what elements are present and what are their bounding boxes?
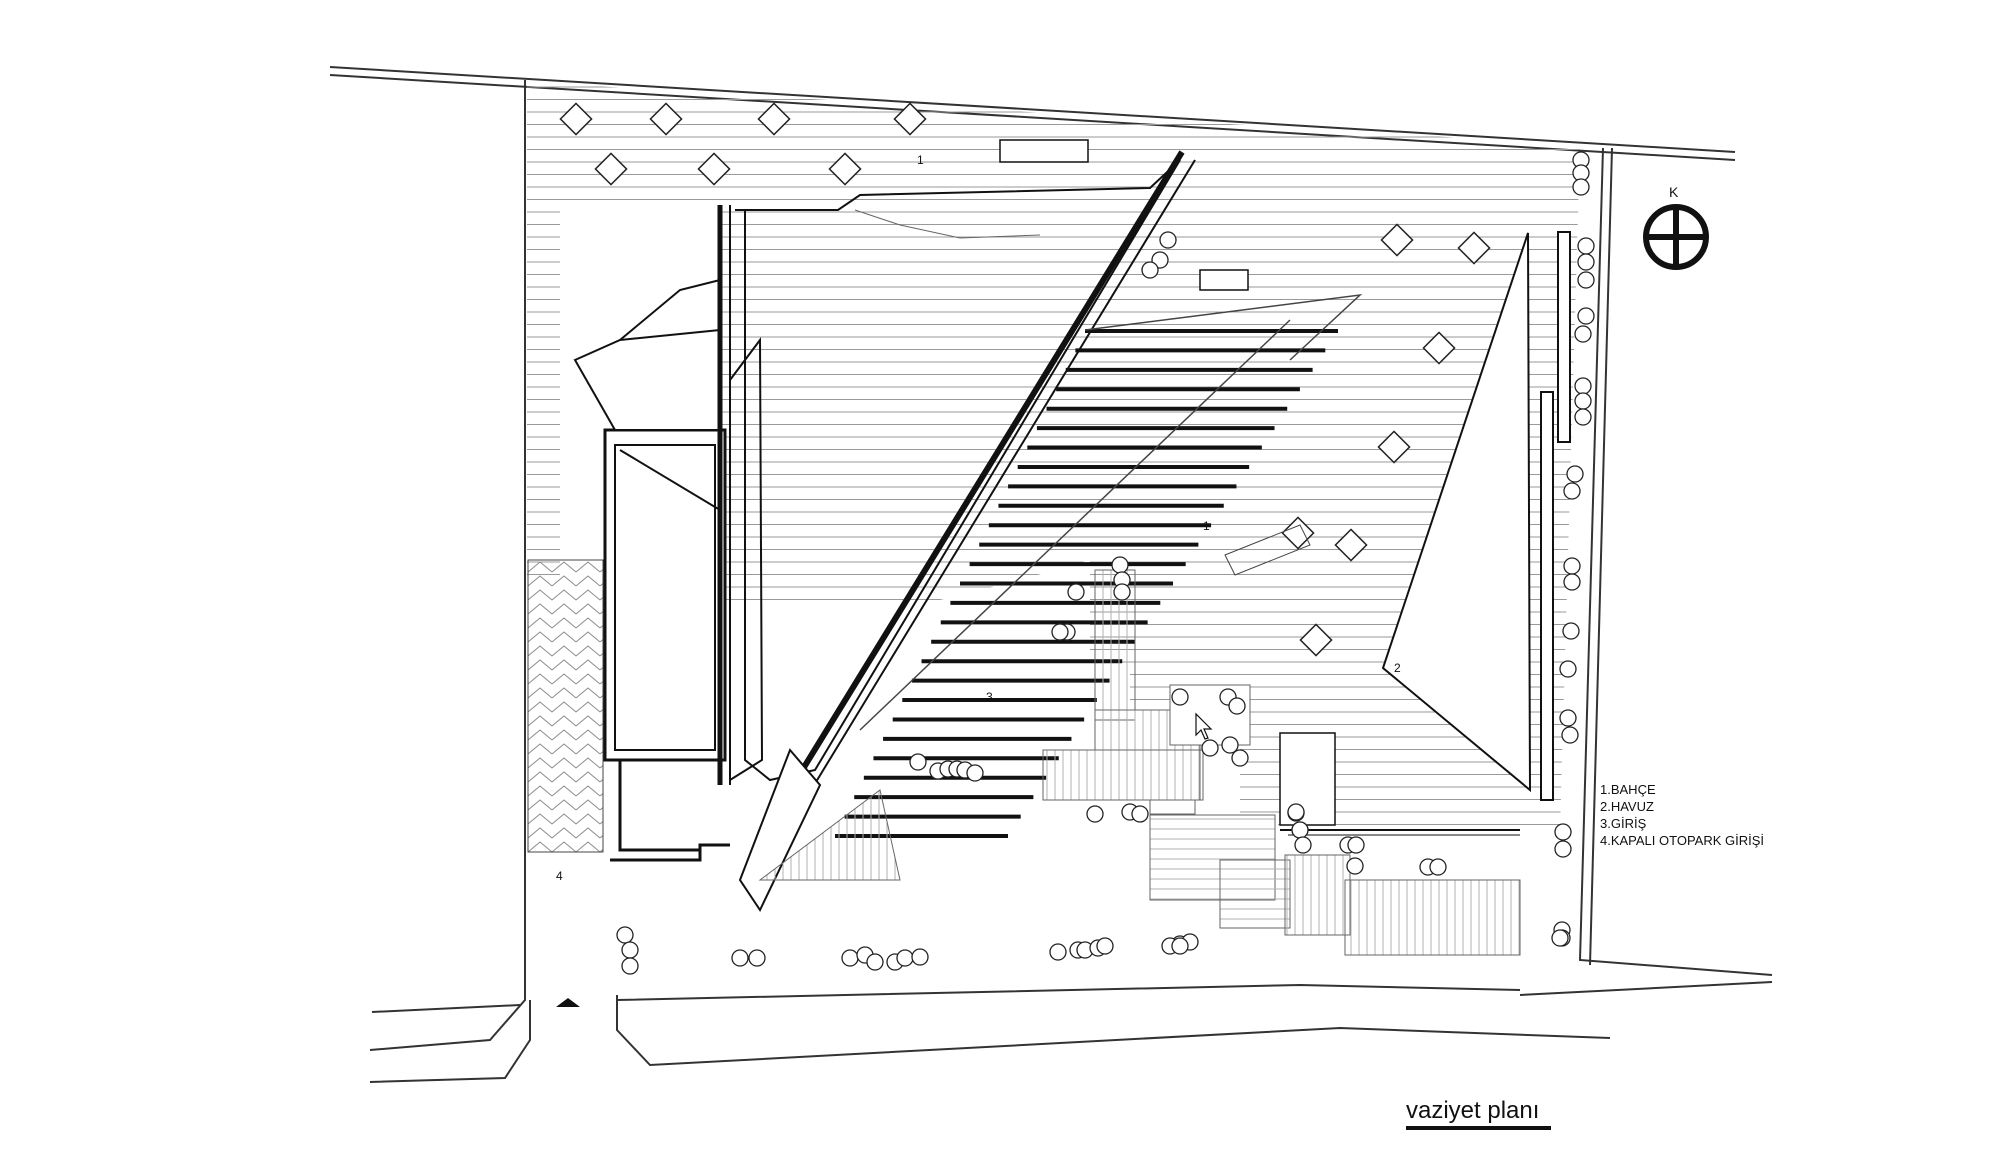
shrub-diamonds [559, 102, 1491, 657]
tree-symbol-icon [731, 949, 749, 967]
legend-item-4: 4.KAPALI OTOPARK GİRİŞİ [1600, 833, 1764, 848]
terraces [758, 569, 1521, 956]
tree-symbol-icon [911, 948, 929, 966]
legend-item-1: 1.BAHÇE [1600, 782, 1656, 797]
caption-block: vaziyet planı [1406, 1097, 1551, 1130]
planter-cluster [1224, 524, 1311, 576]
tree-symbol-icon [1287, 803, 1305, 821]
tree-symbol-icon [621, 957, 639, 975]
mouse-cursor-icon [1195, 712, 1213, 740]
tree-symbol-icon [1561, 726, 1579, 744]
tree-symbol-icon [1231, 749, 1249, 767]
legend: 1.BAHÇE 2.HAVUZ 3.GİRİŞ 4.KAPALI OTOPARK… [1600, 782, 1764, 848]
tree-symbol-icon [1294, 836, 1312, 854]
tree-symbol-icon [1346, 857, 1364, 875]
legend-item-3: 3.GİRİŞ [1600, 816, 1647, 831]
tree-symbol-icon [1551, 929, 1569, 947]
tree-symbol-icon [1559, 660, 1577, 678]
building-west-wing [573, 205, 764, 862]
tree-symbol-icon [1086, 805, 1104, 823]
label-entrance: 3 [986, 690, 993, 704]
tree-symbol-icon [1577, 253, 1595, 271]
tree-symbol-icon [1577, 271, 1595, 289]
zone-labels: 1 1 2 3 4 [556, 153, 1401, 883]
label-pool: 2 [1394, 661, 1401, 675]
tree-symbol-icon [1577, 237, 1595, 255]
tree-symbol-icon [1221, 736, 1239, 754]
tree-symbols [616, 151, 1595, 975]
tree-symbol-icon [1577, 307, 1595, 325]
tree-symbol-icon [621, 941, 639, 959]
label-parking: 4 [556, 869, 563, 883]
tree-symbol-icon [1572, 178, 1590, 196]
tree-symbol-icon [1559, 709, 1577, 727]
tree-symbol-icon [1574, 408, 1592, 426]
tree-symbol-icon [748, 949, 766, 967]
tree-symbol-icon [1574, 377, 1592, 395]
legend-item-2: 2.HAVUZ [1600, 799, 1654, 814]
tree-symbol-icon [1201, 739, 1219, 757]
north-label: K [1669, 184, 1679, 200]
tree-symbol-icon [1171, 688, 1189, 706]
tree-symbol-icon [1131, 805, 1149, 823]
tree-symbol-icon [1554, 840, 1572, 858]
tree-symbol-icon [1111, 556, 1129, 574]
tree-symbol-icon [1096, 937, 1114, 955]
tree-symbol-icon [1291, 821, 1309, 839]
pergola-outline [859, 293, 1363, 731]
tree-symbol-icon [1563, 482, 1581, 500]
pool [999, 139, 1571, 801]
tree-symbol-icon [966, 764, 984, 782]
label-garden-center: 1 [1203, 519, 1210, 533]
tree-symbol-icon [866, 953, 884, 971]
tree-symbol-icon [1067, 583, 1085, 601]
tree-symbol-icon [1562, 622, 1580, 640]
tree-symbol-icon [1554, 823, 1572, 841]
tree-symbol-icon [896, 949, 914, 967]
tree-symbol-icon [1563, 557, 1581, 575]
label-garden-top: 1 [917, 153, 924, 167]
north-arrow-icon: K [1643, 184, 1709, 270]
tree-symbol-icon [1429, 858, 1447, 876]
tree-symbol-icon [616, 926, 634, 944]
tree-symbol-icon [1563, 573, 1581, 591]
tree-symbol-icon [1566, 465, 1584, 483]
tree-symbol-icon [909, 753, 927, 771]
entrance-triangle-icon [556, 998, 580, 1007]
tree-symbol-icon [1228, 697, 1246, 715]
tree-symbol-icon [1159, 231, 1177, 249]
tree-symbol-icon [1347, 836, 1365, 854]
tree-symbol-icon [1049, 943, 1067, 961]
tree-symbol-icon [1171, 937, 1189, 955]
tree-symbol-icon [1574, 392, 1592, 410]
tree-symbol-icon [841, 949, 859, 967]
tree-symbol-icon [1574, 325, 1592, 343]
plan-caption: vaziyet planı [1406, 1097, 1539, 1124]
tree-symbol-icon [1051, 623, 1069, 641]
pergola-slats [835, 329, 1338, 838]
tree-symbol-icon [1113, 583, 1131, 601]
roof-diagonal [738, 150, 1196, 913]
tree-symbol-icon [1141, 261, 1159, 279]
